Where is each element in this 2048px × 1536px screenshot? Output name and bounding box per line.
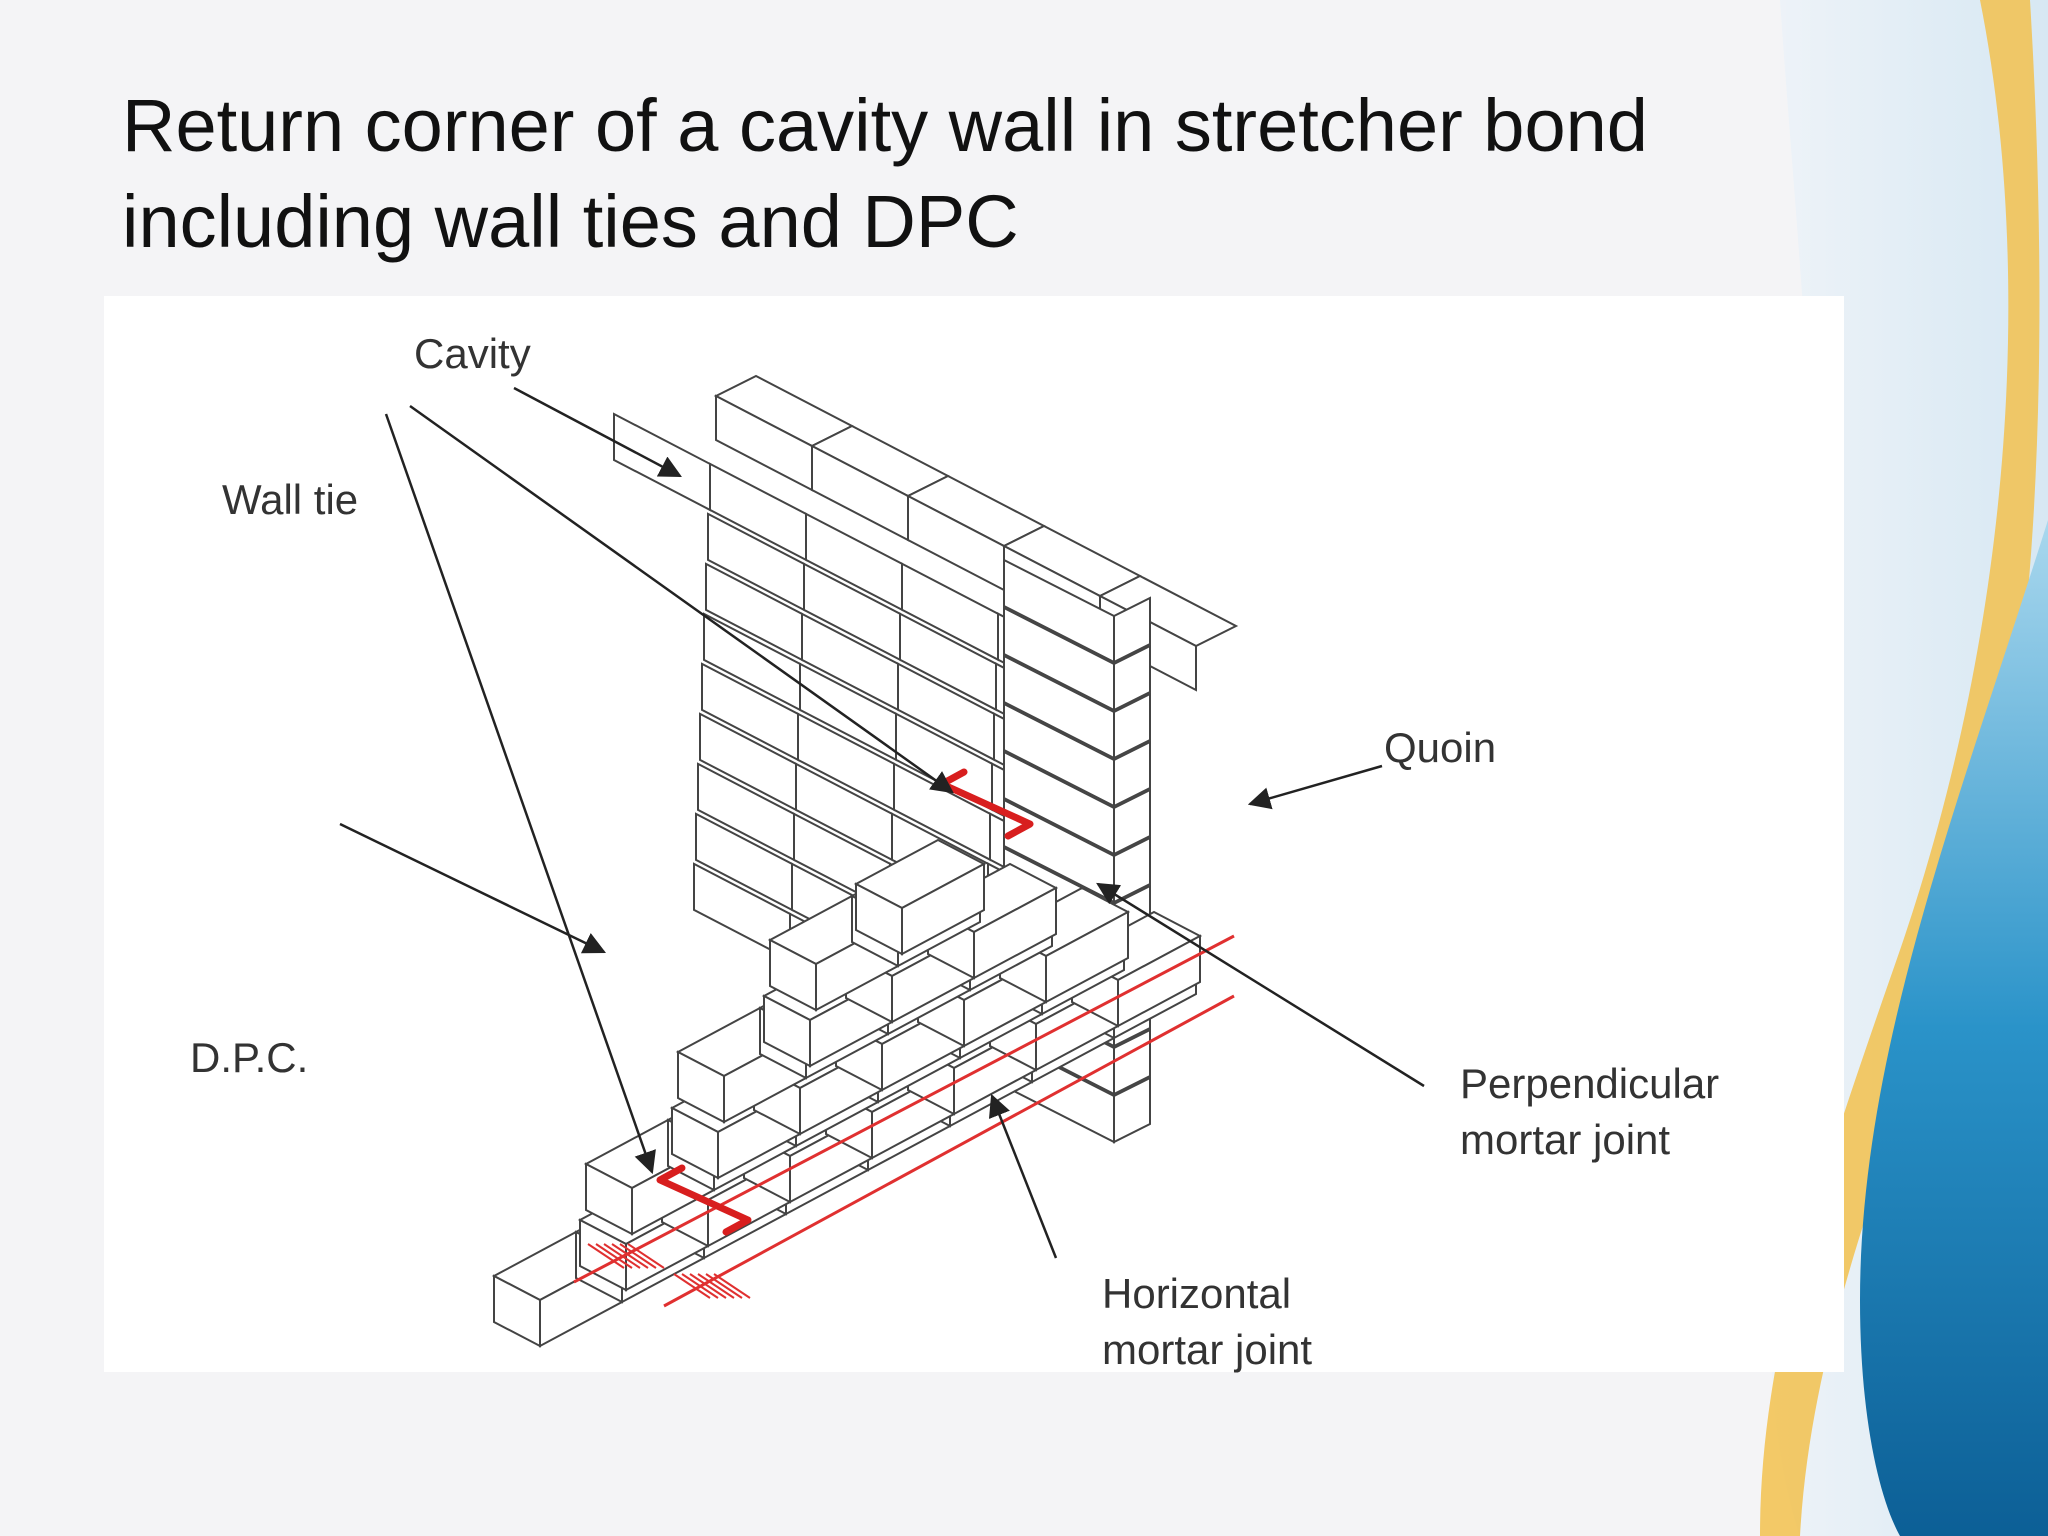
label-wall-tie: Wall tie (222, 476, 359, 523)
dpc-line-outer (573, 934, 1235, 1284)
quoin-face-brick (1003, 606, 1115, 712)
quoin-face-brick (1003, 750, 1115, 856)
cavity-wall-diagram: Cavity Wall tie D.P.C. Quoin Perpendicul… (104, 296, 1844, 1373)
quoin-leader (1247, 764, 1383, 810)
return-wall-brick-side (1117, 934, 1201, 1028)
return-wall-brick-side (1045, 910, 1129, 1004)
brickwork (491, 374, 1239, 1348)
outer-leaf-brick (613, 412, 711, 512)
slide-title-line-1: Return corner of a cavity wall in stretc… (122, 84, 1648, 167)
label-cavity: Cavity (414, 330, 531, 377)
dpc-line-inner (663, 994, 1235, 1308)
wall-illustration (339, 374, 1425, 1348)
dpc-hatch (705, 1273, 743, 1299)
slide-title: Return corner of a cavity wall in stretc… (122, 78, 1822, 270)
dpc-leader (339, 822, 607, 954)
dpc-hatch (689, 1273, 727, 1299)
cavity-leader (513, 386, 682, 478)
label-perpendicular-line-1: Perpendicular (1460, 1060, 1720, 1107)
wall-tie-leader-lower (384, 413, 656, 1175)
return-wall-brick-side (973, 886, 1057, 980)
perpendicular-joint-leader (1096, 882, 1425, 1088)
label-horizontal-line-1: Horizontal (1102, 1270, 1292, 1317)
label-perpendicular-joint: Perpendicular mortar joint (1460, 1056, 1719, 1168)
dpc-hatch (603, 1243, 641, 1269)
label-quoin: Quoin (1384, 724, 1497, 771)
dpc-hatch (595, 1243, 633, 1269)
dpc-hatch (587, 1243, 625, 1269)
quoin-face-brick (1003, 558, 1115, 664)
dpc-hatch (681, 1273, 719, 1299)
dpc-hatch (619, 1243, 657, 1269)
wall-tie-leader-upper (409, 404, 954, 794)
label-dpc: D.P.C. (190, 1034, 309, 1081)
quoin-face-brick (1003, 702, 1115, 808)
dpc-hatch (713, 1273, 751, 1299)
dpc-hatch (627, 1243, 665, 1269)
label-horizontal-joint: Horizontal mortar joint (1102, 1266, 1312, 1378)
dpc-hatch (673, 1273, 711, 1299)
label-horizontal-line-2: mortar joint (1102, 1326, 1313, 1373)
horizontal-joint-leader (988, 1093, 1058, 1259)
leader-arrows (339, 386, 1425, 1259)
return-wall-brick-side (901, 862, 985, 956)
wall-tie-shape (656, 1164, 752, 1236)
dpc-hatch (697, 1273, 735, 1299)
blue-swoosh (1860, 520, 2048, 1536)
label-perpendicular-line-2: mortar joint (1460, 1116, 1671, 1163)
dpc-hatch (611, 1243, 649, 1269)
quoin-face-brick (1003, 654, 1115, 760)
slide-title-line-2: including wall ties and DPC (122, 180, 1019, 263)
wall-ties-and-dpc (573, 768, 1235, 1308)
